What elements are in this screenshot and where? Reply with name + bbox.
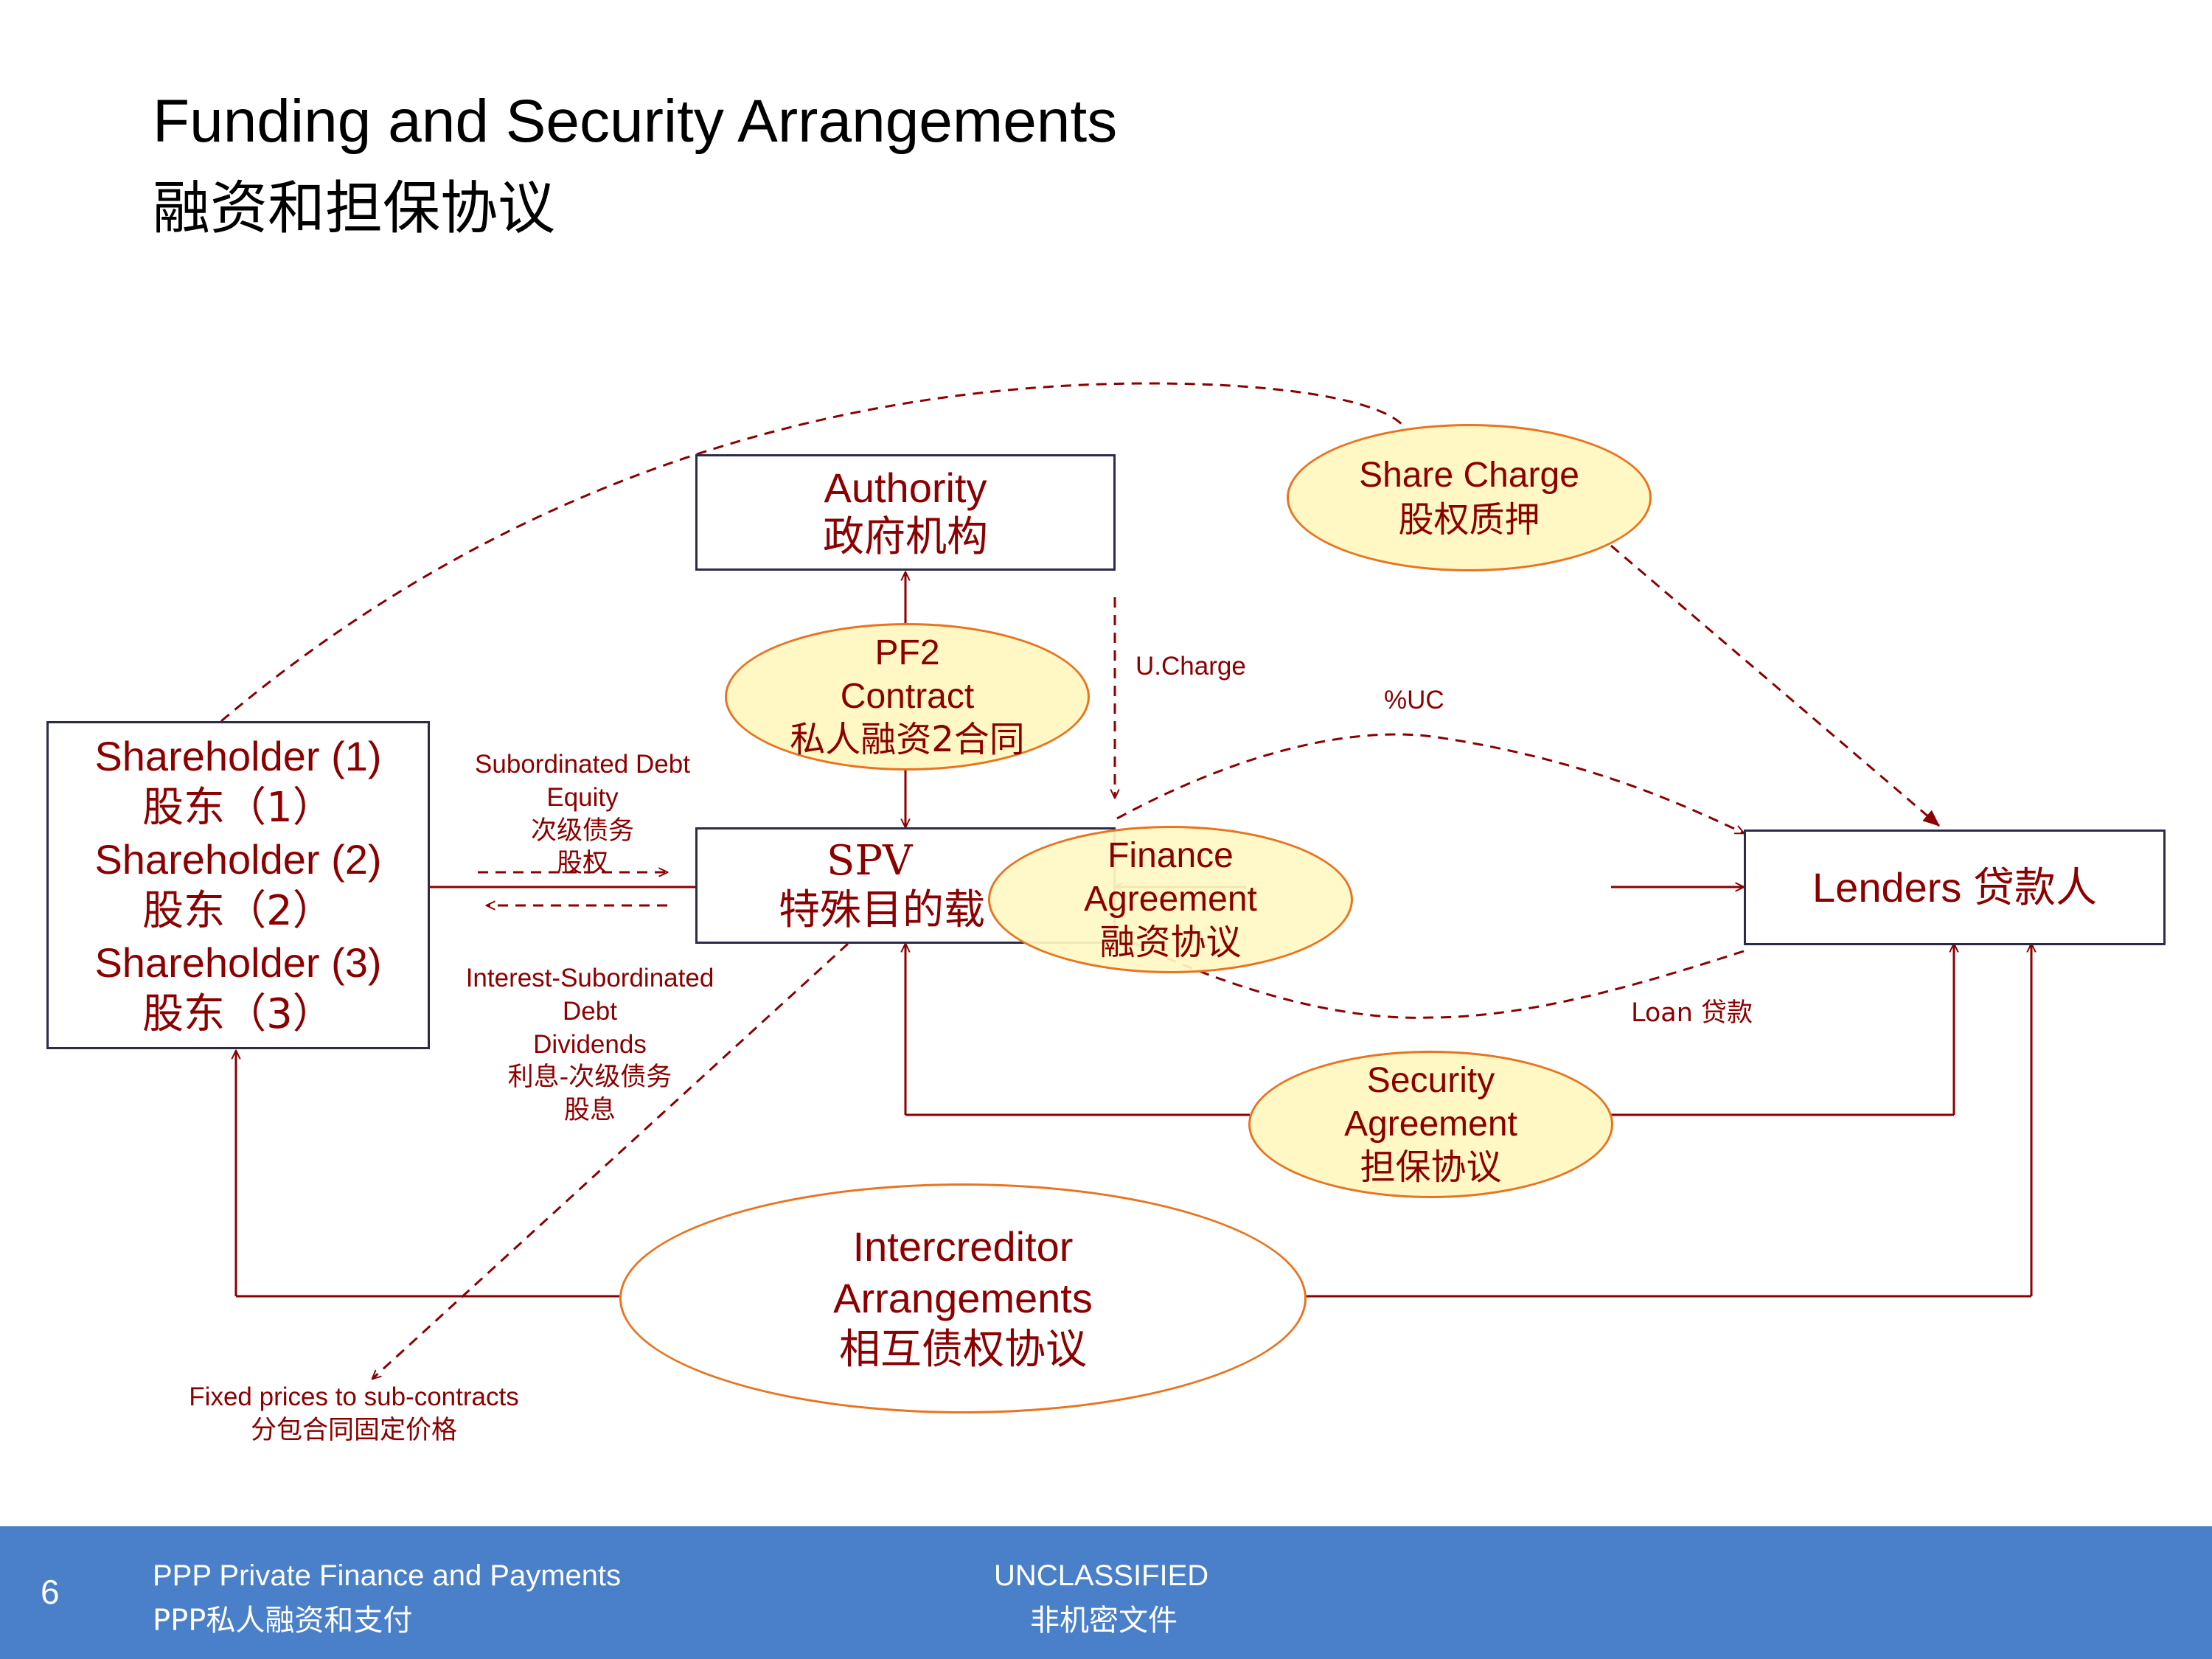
security-agreement-oval: Security Agreement 担保协议: [1248, 1051, 1613, 1198]
shareholder-1-label: Shareholder (1): [94, 732, 382, 779]
uc-arc: [1116, 733, 1744, 835]
finance-agreement-line2: Agreement: [1084, 879, 1257, 919]
shareholder-3-label-zh: 股东（3）: [142, 990, 334, 1038]
security-agreement-label-zh: 担保协议: [1360, 1147, 1502, 1189]
pct-uc-label: %UC: [1384, 686, 1444, 714]
intercreditor-oval: Intercreditor Arrangements 相互债权协议: [619, 1183, 1307, 1413]
footer-doc-title-zh: PPP私人融资和支付: [153, 1604, 413, 1638]
u-charge-label: U.Charge: [1135, 652, 1246, 681]
spv-label-zh: 特殊目的载: [779, 886, 985, 934]
pf2-contract-label-zh: 私人融资2合同: [790, 719, 1025, 761]
shareholder-1-label-zh: 股东（1）: [142, 783, 334, 832]
page-number: 6: [41, 1573, 60, 1611]
shareholders-box: Shareholder (1) 股东（1） Shareholder (2) 股东…: [46, 721, 430, 1049]
pf2-contract-line1: PF2: [874, 633, 940, 673]
fixed-prices-label: Fixed prices to sub-contracts 分包合同固定价格: [189, 1382, 519, 1445]
authority-box: Authority 政府机构: [695, 454, 1116, 571]
connector-lines: [220, 382, 2212, 1526]
footer-classification-zh: 非机密文件: [1030, 1604, 1178, 1638]
spv-label: SPV: [827, 836, 913, 885]
loan-label: Loan 贷款: [1631, 998, 1753, 1028]
footer-bar: 6 PPP Private Finance and Payments PPP私人…: [0, 1526, 2212, 1659]
finance-agreement-oval: Finance Agreement 融资协议: [988, 826, 1353, 973]
loan-arc: [1121, 935, 1745, 1019]
shareholder-2-label: Shareholder (2): [94, 835, 382, 883]
subordinated-debt-label: Subordinated Debt Equity 次级债务 股权: [475, 750, 690, 879]
pf2-contract-line2: Contract: [840, 676, 975, 716]
share-charge-label-zh: 股权质押: [1398, 499, 1540, 540]
authority-label-zh: 政府机构: [823, 513, 988, 561]
share-charge-label: Share Charge: [1359, 456, 1579, 495]
interest-dividends-label: Interest-Subordinated Debt Dividends 利息-…: [465, 964, 714, 1126]
shareholder-2-label-zh: 股东（2）: [142, 886, 334, 935]
fixed-prices-arrow: [372, 942, 849, 1379]
shareholder-3-label: Shareholder (3): [94, 939, 382, 986]
share-charge-arc: [220, 382, 1406, 723]
lenders-label: Lenders 贷款人: [1812, 863, 2097, 911]
security-agreement-line1: Security: [1366, 1061, 1495, 1101]
intercreditor-line2: Arrangements: [833, 1275, 1093, 1321]
security-agreement-line2: Agreement: [1344, 1104, 1517, 1144]
footer-classification: UNCLASSIFIED: [994, 1559, 1209, 1592]
intercreditor-line1: Intercreditor: [852, 1223, 1074, 1270]
pf2-contract-oval: PF2 Contract 私人融资2合同: [725, 623, 1090, 771]
share-charge-to-lenders-arrow: [1610, 544, 1940, 827]
authority-label: Authority: [824, 464, 987, 511]
slide-subtitle-zh: 融资和担保协议: [153, 175, 556, 242]
finance-agreement-line1: Finance: [1107, 836, 1234, 876]
lenders-box: Lenders 贷款人: [1744, 830, 2166, 945]
intercreditor-label-zh: 相互债权协议: [839, 1326, 1087, 1374]
slide-title: Funding and Security Arrangements: [153, 88, 1118, 155]
footer-doc-title: PPP Private Finance and Payments: [153, 1559, 622, 1592]
share-charge-oval: Share Charge 股权质押: [1287, 424, 1652, 571]
finance-agreement-label-zh: 融资协议: [1099, 922, 1242, 964]
